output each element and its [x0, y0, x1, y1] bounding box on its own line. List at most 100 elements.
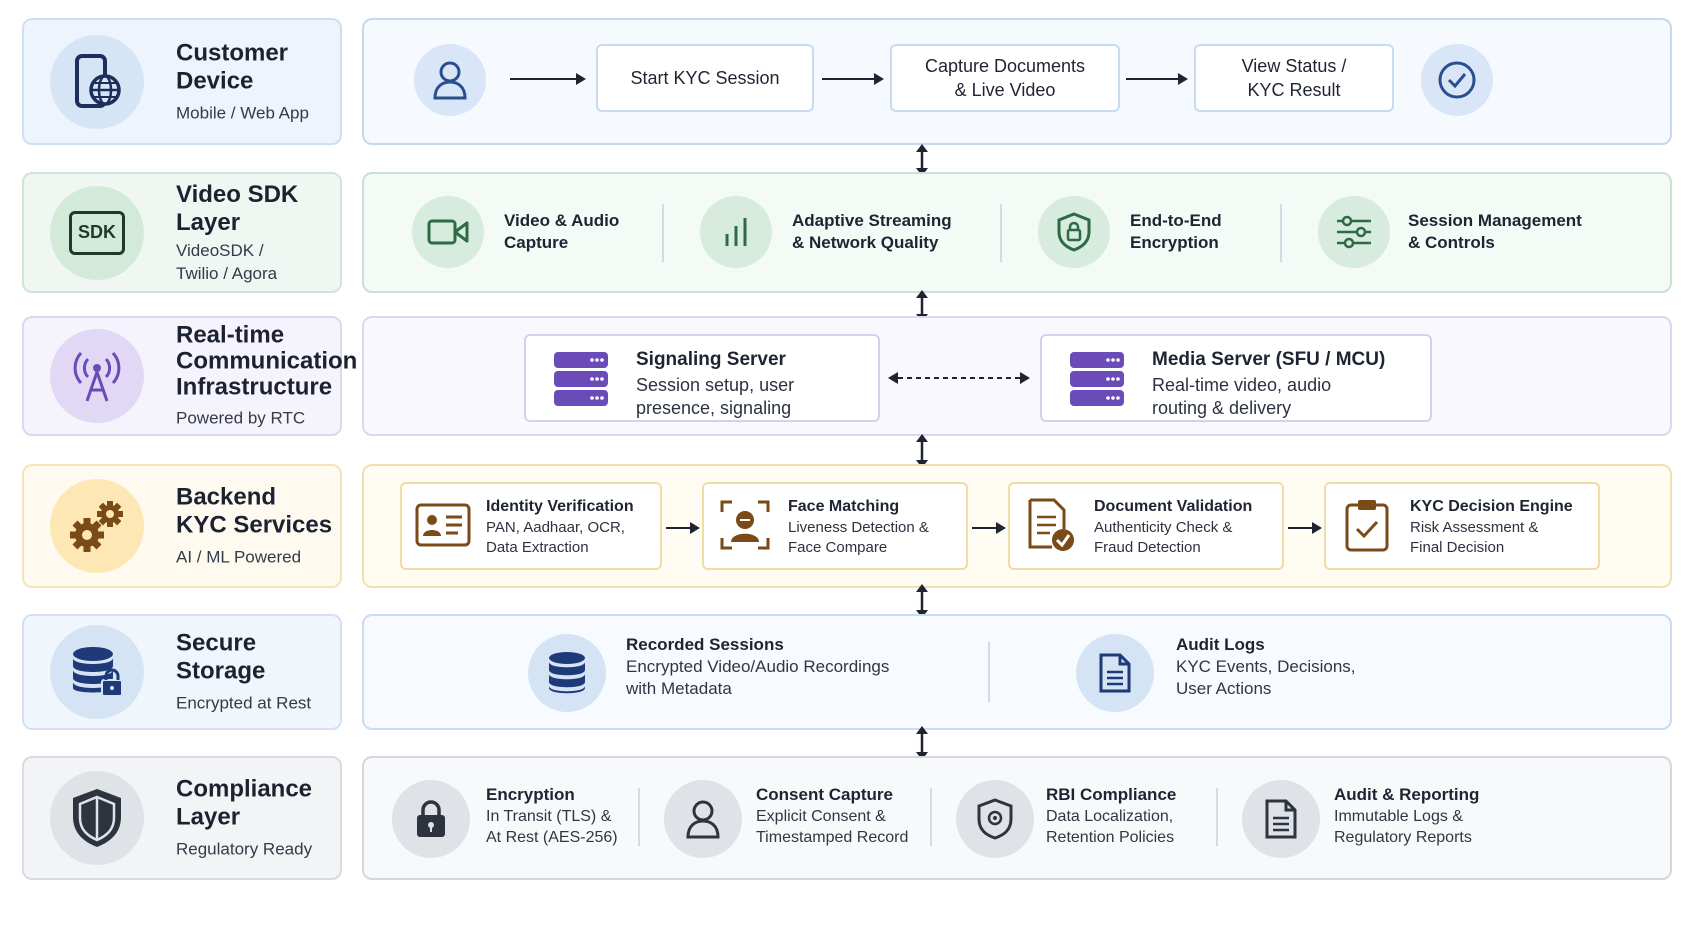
- row-backend-kyc: Backend KYC Services AI / ML Powered Ide…: [22, 464, 1672, 588]
- layer-title: Layer: [176, 803, 241, 831]
- sdk-icon: SDK: [50, 185, 144, 280]
- clipboard-check-icon: [1338, 498, 1396, 552]
- subtitle-line: VideoSDK /: [176, 240, 264, 260]
- storage-label: Recorded Sessions Encrypted Video/Audio …: [626, 634, 889, 700]
- layer-label-customer-device: Customer Device Mobile / Web App: [22, 18, 342, 145]
- storage-title: Audit Logs: [1176, 635, 1265, 654]
- description-line: KYC Events, Decisions,: [1176, 657, 1356, 676]
- storage-description: Encrypted Video/Audio Recordings with Me…: [626, 656, 889, 700]
- feature-line: Session Management: [1408, 211, 1582, 230]
- layer-label-compliance: Compliance Layer Regulatory Ready: [22, 756, 342, 880]
- server-description: Session setup, user presence, signaling: [636, 374, 794, 420]
- layer-subtitle: Powered by RTC: [176, 408, 306, 428]
- feature-line: End-to-End: [1130, 211, 1222, 230]
- face-scan-icon: [716, 498, 774, 552]
- video-camera-icon: [412, 196, 484, 268]
- layer-title: Layer: [176, 208, 241, 236]
- feature-line: Capture: [504, 233, 569, 252]
- description-line: Face Compare: [788, 539, 888, 556]
- kyc-decision-engine-card: KYC Decision Engine Risk Assessment & Fi…: [1324, 482, 1600, 570]
- database-icon: [528, 634, 606, 712]
- storage-description: KYC Events, Decisions, User Actions: [1176, 656, 1356, 700]
- id-card-icon: [414, 498, 472, 552]
- database-lock-icon: [50, 625, 144, 719]
- subtitle-line: Twilio / Agora: [176, 263, 278, 283]
- description-line: Retention Policies: [1046, 829, 1175, 846]
- signal-bars-icon: [700, 196, 772, 268]
- divider: [1216, 788, 1218, 846]
- compliance-title: Consent Capture: [756, 785, 893, 804]
- flow-arrow: [666, 522, 700, 534]
- service-title: Document Validation: [1094, 498, 1253, 515]
- storage-label: Audit Logs KYC Events, Decisions, User A…: [1176, 634, 1356, 700]
- layer-connector-arrow: [916, 434, 928, 468]
- start-kyc-session-step: Start KYC Session: [596, 44, 814, 112]
- description-line: Immutable Logs &: [1334, 808, 1463, 825]
- service-description: PAN, Aadhaar, OCR, Data Extraction: [486, 518, 625, 558]
- shield-lock-icon: [1038, 196, 1110, 268]
- divider: [988, 642, 990, 702]
- server-stack-icon: [1070, 352, 1124, 406]
- shield-icon: [50, 771, 144, 865]
- description-line: presence, signaling: [636, 398, 792, 418]
- storage-title: Recorded Sessions: [626, 635, 784, 654]
- feature-label: Session Management & Controls: [1408, 210, 1582, 254]
- description-line: Regulatory Reports: [1334, 829, 1472, 846]
- compliance-title: Audit & Reporting: [1334, 785, 1480, 804]
- compliance-label: Consent Capture Explicit Consent & Times…: [756, 784, 908, 848]
- layer-title: Customer: [176, 39, 289, 66]
- compliance-title: Encryption: [486, 785, 575, 804]
- flow-arrow: [1126, 73, 1188, 85]
- feature-label: End-to-End Encryption: [1130, 210, 1222, 254]
- sdk-features-panel: Video & Audio Capture Adaptive Streaming…: [362, 172, 1672, 293]
- description-line: with Metadata: [626, 679, 732, 698]
- check-circle-icon: [1421, 44, 1493, 116]
- feature-line: Adaptive Streaming: [792, 211, 952, 230]
- divider: [930, 788, 932, 846]
- step-label: KYC Result: [1247, 80, 1341, 100]
- feature-line: Encryption: [1130, 233, 1219, 252]
- service-description: Authenticity Check & Fraud Detection: [1094, 518, 1232, 558]
- service-description: Liveness Detection & Face Compare: [788, 518, 929, 558]
- service-description: Risk Assessment & Final Decision: [1410, 518, 1538, 558]
- step-label: View Status /: [1241, 56, 1347, 76]
- service-title: Face Matching: [788, 498, 900, 515]
- step-label: & Live Video: [954, 80, 1056, 100]
- description-line: User Actions: [1176, 679, 1272, 698]
- layer-title: Storage: [176, 657, 266, 685]
- document-icon: [1076, 634, 1154, 712]
- row-compliance: Compliance Layer Regulatory Ready Encryp…: [22, 756, 1672, 880]
- divider: [1280, 204, 1282, 262]
- description-line: Risk Assessment &: [1410, 519, 1539, 536]
- compliance-label: RBI Compliance Data Localization, Retent…: [1046, 784, 1176, 848]
- layer-title: Secure: [176, 629, 257, 657]
- server-title: Signaling Server: [636, 349, 786, 370]
- description-line: Timestamped Record: [756, 829, 909, 846]
- shield-badge-icon: [956, 780, 1034, 858]
- storage-panel: Recorded Sessions Encrypted Video/Audio …: [362, 614, 1672, 730]
- layer-title: Video SDK: [176, 180, 299, 208]
- layer-title: Device: [176, 67, 254, 94]
- step-label: Capture Documents: [924, 56, 1086, 76]
- layer-title: Backend: [176, 483, 277, 511]
- description-line: Explicit Consent &: [756, 808, 886, 825]
- compliance-description: In Transit (TLS) & At Rest (AES-256): [486, 806, 618, 848]
- layer-label-video-sdk: SDK Video SDK Layer VideoSDK / Twilio / …: [22, 172, 342, 293]
- row-video-sdk: SDK Video SDK Layer VideoSDK / Twilio / …: [22, 172, 1672, 293]
- divider: [662, 204, 664, 262]
- layer-label-backend: Backend KYC Services AI / ML Powered: [22, 464, 342, 588]
- compliance-description: Immutable Logs & Regulatory Reports: [1334, 806, 1479, 848]
- antenna-tower-icon: [50, 329, 144, 423]
- layer-connector-arrow: [916, 726, 928, 760]
- flow-arrow: [1288, 522, 1322, 534]
- layer-subtitle: Regulatory Ready: [176, 839, 313, 859]
- sdk-icon-label: SDK: [69, 210, 125, 255]
- feature-line: & Controls: [1408, 233, 1495, 252]
- description-line: Encrypted Video/Audio Recordings: [626, 657, 890, 676]
- padlock-icon: [392, 780, 470, 858]
- backend-services-panel: Identity Verification PAN, Aadhaar, OCR,…: [362, 464, 1672, 588]
- document-validation-card: Document Validation Authenticity Check &…: [1008, 482, 1284, 570]
- feature-label: Adaptive Streaming & Network Quality: [792, 210, 952, 254]
- capture-documents-step: Capture Documents & Live Video: [890, 44, 1120, 112]
- layer-title: Communication: [176, 347, 358, 375]
